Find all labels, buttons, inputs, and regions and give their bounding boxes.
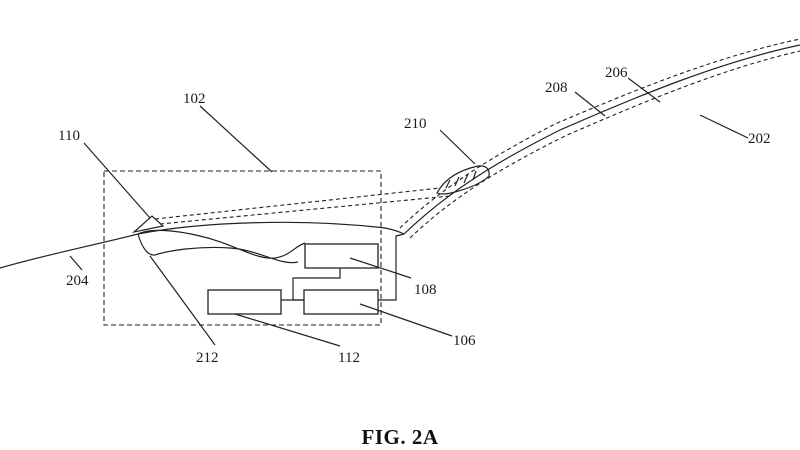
sensor-110 [131,215,165,234]
label-206: 206 [605,65,628,81]
leader-208 [574,91,606,117]
connector-106-band [378,233,405,301]
component-210-detail [445,170,477,189]
leader-210 [439,129,476,165]
label-212: 212 [196,350,219,366]
link-dashed-upper [154,187,441,220]
label-204: 204 [66,273,89,289]
region-102-box [103,170,382,326]
leader-108 [349,257,412,279]
leader-110 [83,142,151,219]
block-106 [303,289,379,315]
inner-band-line-dashed [399,38,800,229]
label-108: 108 [414,282,437,298]
label-210: 210 [404,116,427,132]
label-106: 106 [453,333,476,349]
label-202: 202 [748,131,771,147]
leader-106 [359,303,453,337]
label-208: 208 [545,80,568,96]
label-110: 110 [58,128,80,144]
outer-band-line [403,44,800,235]
inner-band-line-dashed-2 [409,50,800,239]
leader-112 [234,313,341,347]
block-112 [207,289,282,315]
link-dashed-lower [159,195,451,225]
label-112: 112 [338,350,360,366]
component-210 [436,165,490,195]
label-102: 102 [183,91,206,107]
leader-102 [199,105,273,173]
leader-206 [627,77,661,103]
block-108 [304,243,379,269]
leader-204 [69,255,83,271]
leader-212 [149,255,216,346]
leader-202 [699,114,749,139]
figure-caption: FIG. 2A [361,425,439,449]
body-curve [0,221,405,269]
housing-212 [137,229,306,264]
